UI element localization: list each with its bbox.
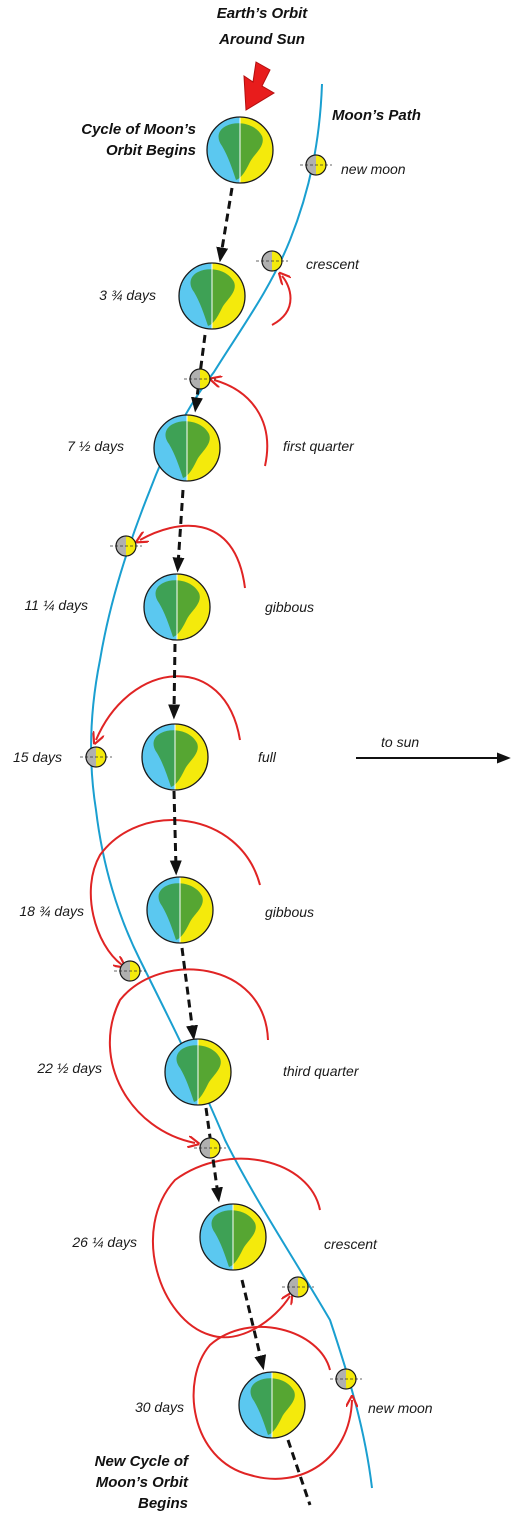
phase-label: crescent <box>306 256 360 272</box>
day-label: 30 days <box>135 1399 184 1415</box>
arc-crescent-2 <box>151 1157 321 1339</box>
earth-icon <box>143 573 211 641</box>
moon-icon <box>184 368 216 390</box>
phase-label: crescent <box>324 1236 378 1252</box>
new-cycle-line-1: New Cycle of <box>95 1453 190 1470</box>
phase-label: full <box>258 749 277 765</box>
new-cycle-line-3: Begins <box>138 1495 188 1512</box>
earth-icon <box>199 1203 267 1271</box>
moon-icon <box>110 535 142 557</box>
phase-label: gibbous <box>265 599 314 615</box>
day-label: 22 ½ days <box>36 1060 102 1076</box>
title-line-1: Earth’s Orbit <box>217 5 309 22</box>
orbit-arrow-icon <box>243 61 275 111</box>
title-line-2: Around Sun <box>218 31 305 48</box>
moon-icon <box>300 154 332 176</box>
earth-icon <box>178 262 246 330</box>
phase-label: third quarter <box>283 1063 360 1079</box>
day-label: 26 ¼ days <box>71 1234 137 1250</box>
moon-icon <box>256 250 288 272</box>
earth-icon <box>141 723 209 791</box>
earth-icon <box>164 1038 232 1106</box>
arc-gibbous-1 <box>140 524 246 589</box>
moon-icon <box>114 960 146 982</box>
moon-icon <box>80 746 112 768</box>
arc-new-moon <box>192 1326 352 1480</box>
day-label: 11 ¼ days <box>24 597 88 613</box>
day-label: 15 days <box>13 749 62 765</box>
arc-first-quarter <box>214 380 269 467</box>
phase-label: gibbous <box>265 904 314 920</box>
cycle-begins-line-2: Orbit Begins <box>106 142 196 159</box>
earth-icon <box>206 116 274 184</box>
moons <box>80 154 362 1390</box>
day-label: 7 ½ days <box>67 438 124 454</box>
day-label: 3 ¾ days <box>99 287 156 303</box>
phase-label: first quarter <box>283 438 355 454</box>
moon-icon <box>282 1276 314 1298</box>
phase-label: new moon <box>341 161 406 177</box>
phase-label: new moon <box>368 1400 433 1416</box>
phase-arcs <box>89 276 352 1480</box>
earth-icon <box>238 1371 306 1439</box>
cycle-begins-line-1: Cycle of Moon’s <box>81 121 196 138</box>
arc-third-quarter <box>109 968 269 1143</box>
moon-icon <box>330 1368 362 1390</box>
earth-icon <box>153 414 221 482</box>
new-cycle-line-2: Moon’s Orbit <box>96 1474 189 1491</box>
earths <box>141 116 306 1439</box>
moon-icon <box>194 1137 226 1159</box>
day-label: 18 ¾ days <box>19 903 84 919</box>
arc-crescent <box>271 276 292 326</box>
arc-gibbous-2 <box>89 819 261 965</box>
to-sun-label: to sun <box>381 734 419 750</box>
earth-icon <box>146 876 214 944</box>
moons-path-label: Moon’s Path <box>332 107 421 124</box>
